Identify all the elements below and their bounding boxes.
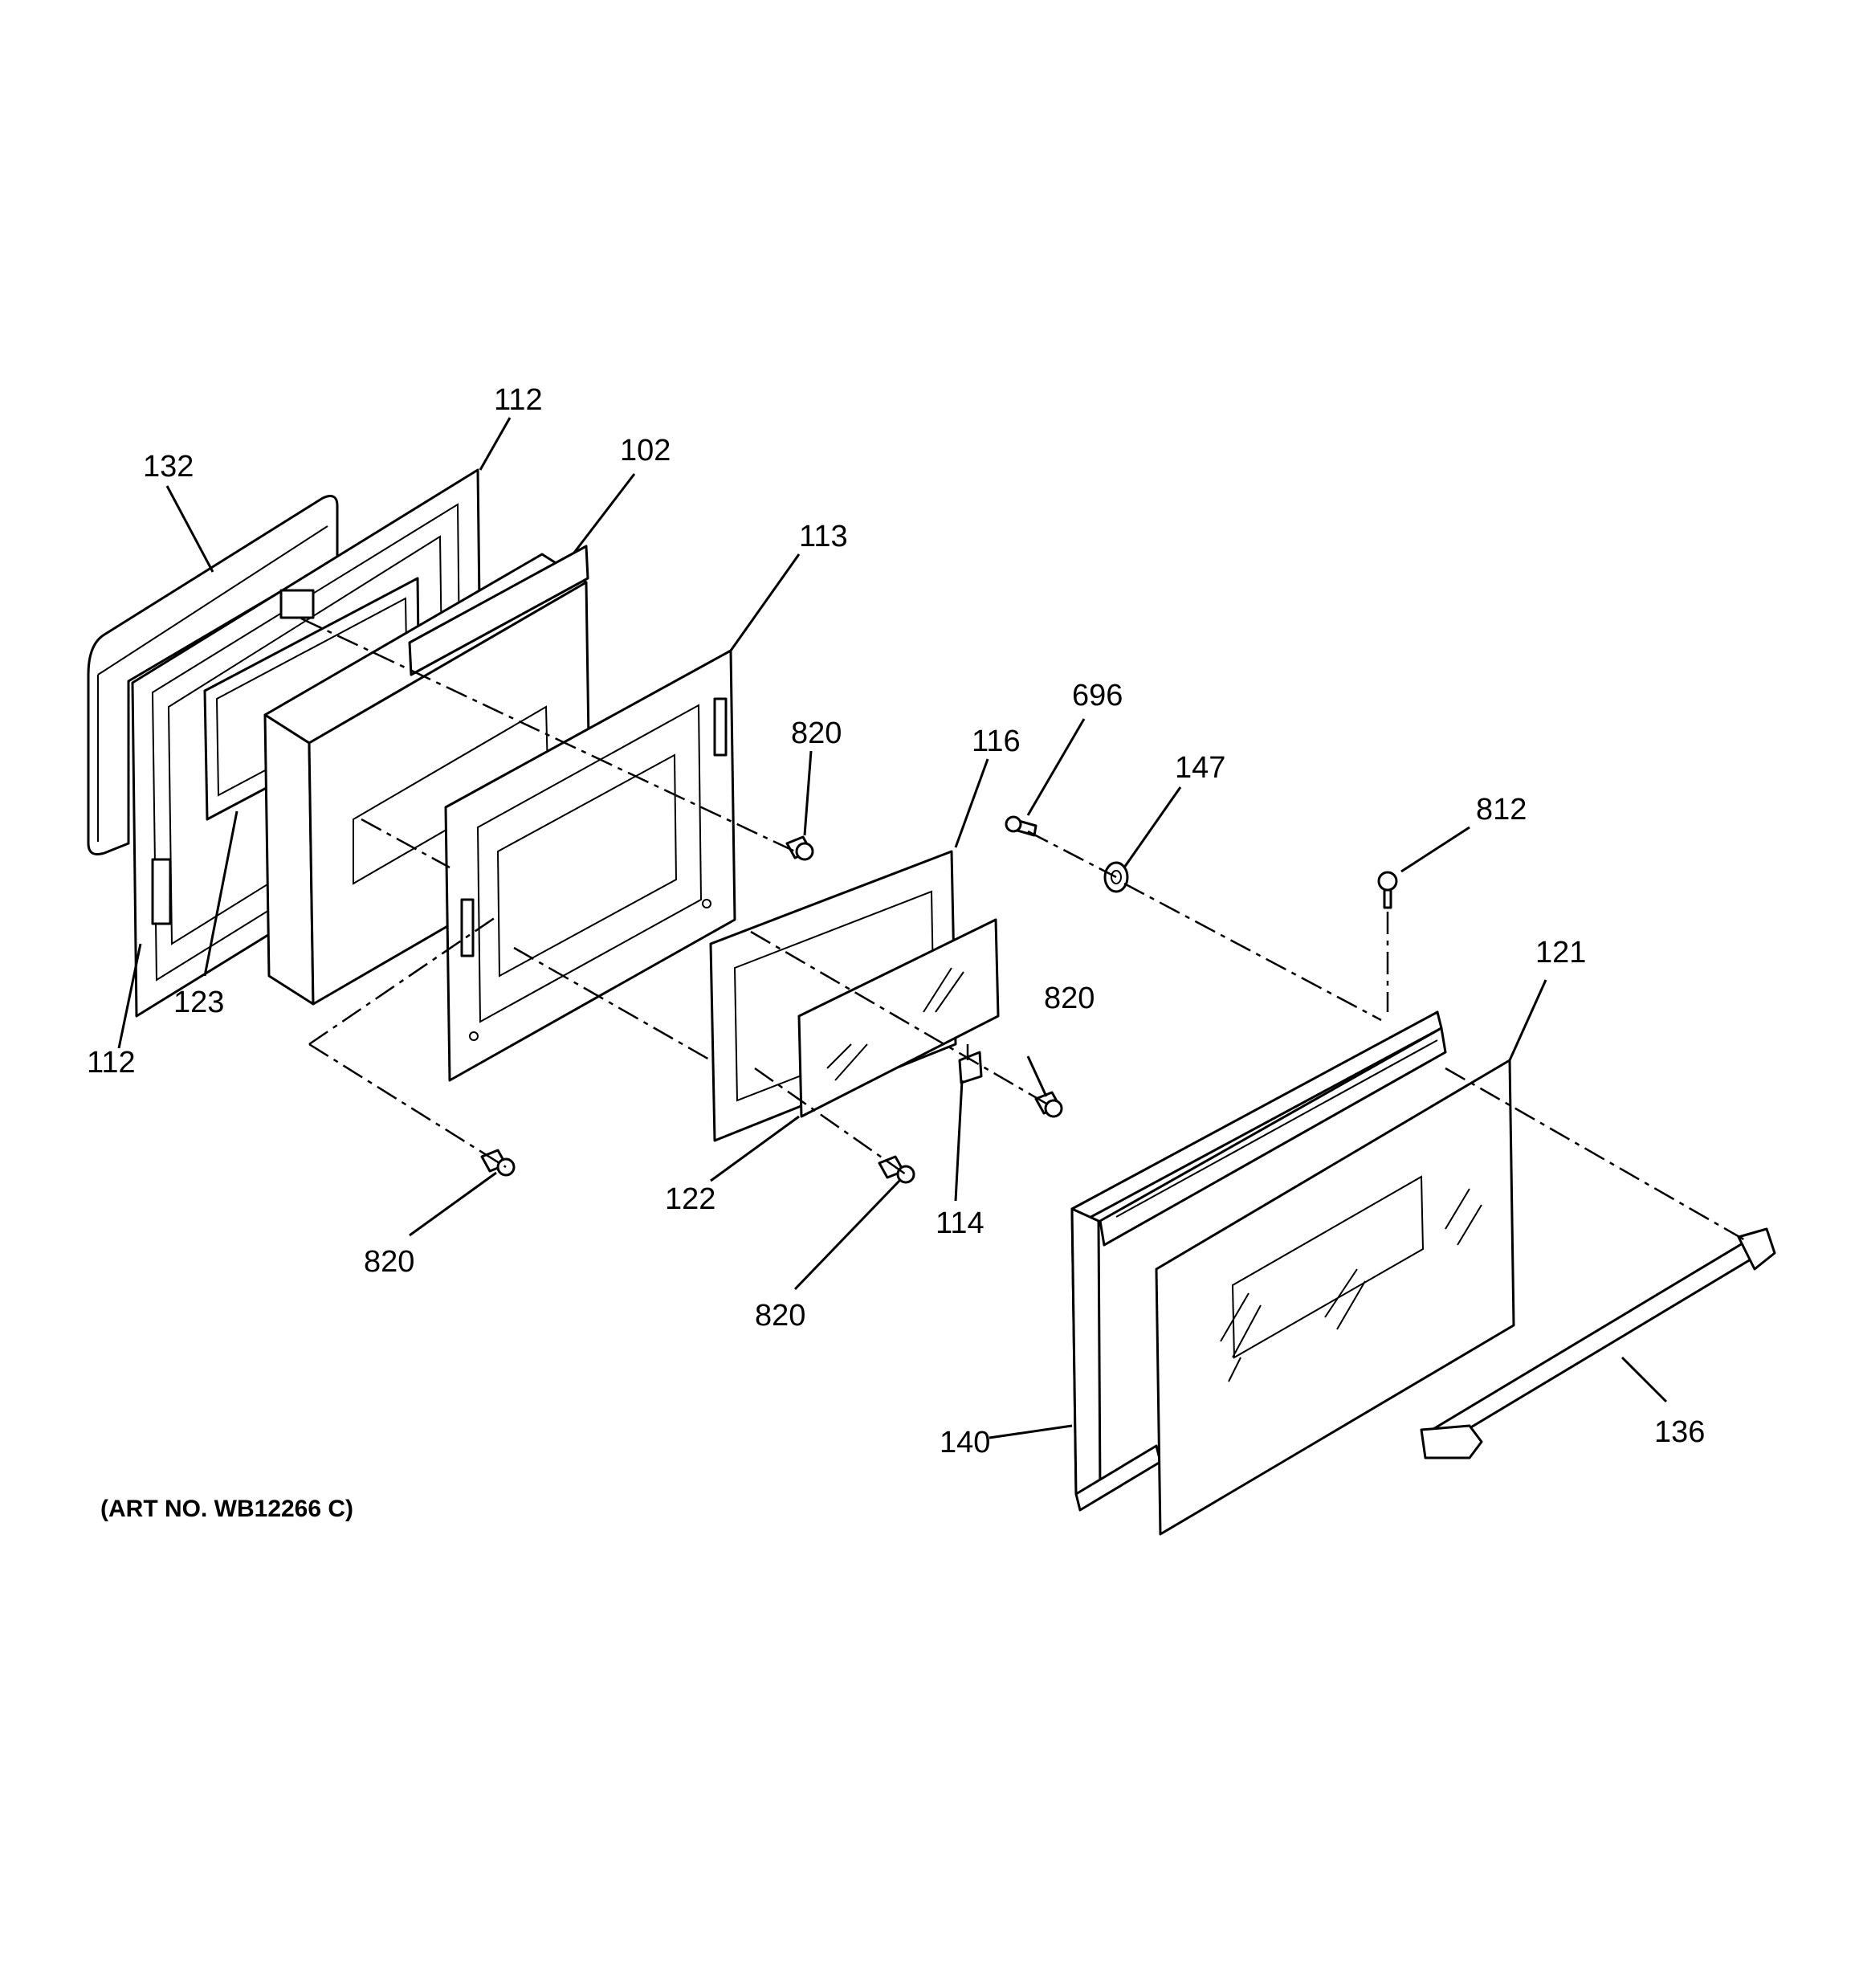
- callout-112-bottom: 112: [87, 1046, 136, 1080]
- callout-112-top: 112: [494, 383, 543, 417]
- assembly-lines: [300, 617, 1747, 1243]
- part-121-outer-glass: [1155, 1059, 1515, 1536]
- part-114-clip: [958, 1051, 983, 1084]
- callout-696: 696: [1072, 679, 1123, 712]
- screw-820-center: [878, 1155, 915, 1184]
- callout-820-right: 820: [1044, 982, 1095, 1015]
- callout-140: 140: [940, 1426, 990, 1459]
- part-102-insulation: [263, 545, 592, 1006]
- callout-123: 123: [173, 986, 224, 1019]
- leader-lines: [117, 417, 1668, 1439]
- callout-labels: 112 132 102 113 820 116 696 147 812 121 …: [87, 383, 1705, 1459]
- callout-102: 102: [620, 434, 671, 467]
- callout-116: 116: [972, 725, 1021, 758]
- callout-820-center: 820: [755, 1299, 805, 1333]
- callout-122: 122: [665, 1182, 715, 1216]
- part-136-handle: [1420, 1227, 1776, 1459]
- callout-136: 136: [1654, 1415, 1705, 1449]
- part-140-outer-frame: [1070, 1010, 1447, 1512]
- callout-121: 121: [1535, 936, 1586, 970]
- screw-820-upper: [785, 835, 814, 861]
- screw-812: [1377, 871, 1398, 909]
- part-132-gasket: [87, 495, 339, 855]
- part-113-inner-panel: [444, 649, 736, 1082]
- callout-147: 147: [1175, 751, 1225, 785]
- art-number: (ART NO. WB12266 C): [100, 1496, 353, 1522]
- callout-114: 114: [936, 1206, 984, 1240]
- callout-820-left: 820: [364, 1245, 414, 1279]
- callout-812: 812: [1476, 793, 1527, 827]
- screw-820-right: [1034, 1091, 1063, 1118]
- callout-113: 113: [799, 520, 848, 553]
- callout-820-upper: 820: [791, 716, 842, 750]
- callout-132: 132: [143, 450, 194, 484]
